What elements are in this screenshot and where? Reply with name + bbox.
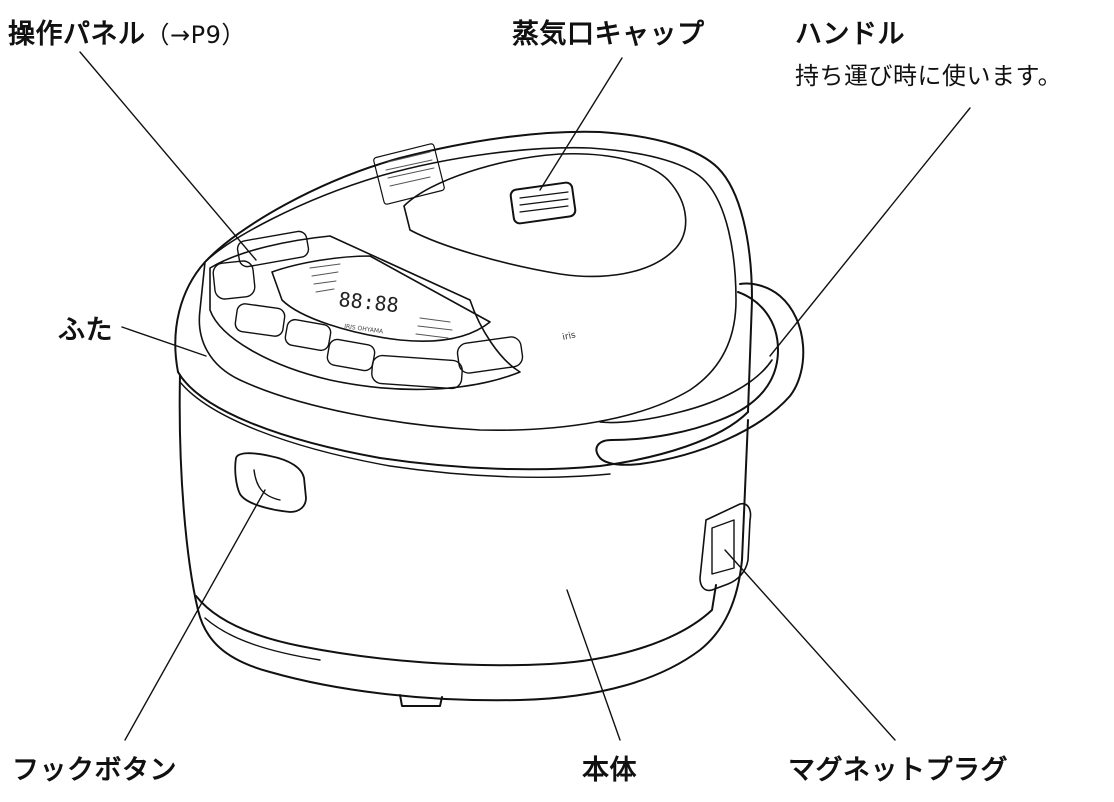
steam-cap bbox=[373, 143, 687, 278]
label-hook-button: フックボタン bbox=[12, 755, 177, 786]
control-panel bbox=[209, 230, 524, 391]
panel-display-digits: 88:88 bbox=[337, 287, 399, 317]
label-control-panel-ref: （→P9） bbox=[145, 21, 246, 49]
handle bbox=[595, 282, 805, 466]
hook-button bbox=[234, 452, 307, 513]
label-magnet-plug: マグネットプラグ bbox=[788, 755, 1008, 786]
leader-steam-cap bbox=[539, 57, 623, 191]
label-control-panel: 操作パネル（→P9） bbox=[8, 12, 246, 51]
label-lid: ふた bbox=[58, 315, 113, 346]
label-control-panel-name: 操作パネル bbox=[8, 19, 146, 50]
magnet-plug bbox=[699, 502, 752, 592]
leader-lid bbox=[121, 326, 207, 357]
lid bbox=[174, 130, 753, 432]
leader-body bbox=[566, 589, 621, 741]
leader-lines bbox=[79, 51, 971, 741]
leader-control-panel bbox=[79, 51, 257, 261]
label-handle-note: 持ち運び時に使います。 bbox=[795, 62, 1063, 90]
brand-logo-icon: iris bbox=[562, 330, 577, 343]
label-handle: ハンドル bbox=[795, 19, 905, 50]
leader-handle bbox=[769, 107, 971, 357]
label-body: 本体 bbox=[582, 755, 637, 786]
body-shell bbox=[177, 371, 749, 707]
leader-hook-button bbox=[124, 489, 266, 741]
leader-magnet-plug bbox=[724, 549, 896, 741]
label-steam-cap: 蒸気口キャップ bbox=[512, 19, 705, 50]
